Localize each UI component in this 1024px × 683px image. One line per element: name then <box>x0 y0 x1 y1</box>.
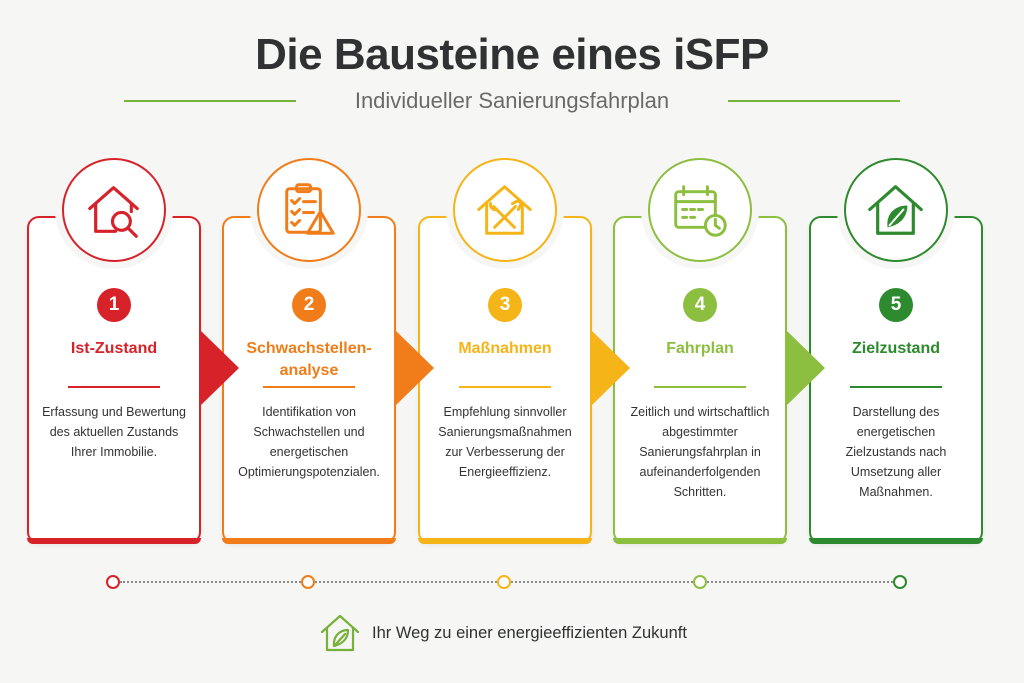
step-card-5 <box>809 216 983 544</box>
step-title-4: Fahrplan <box>666 340 734 357</box>
page-title: Die Bausteine eines iSFP <box>255 30 769 79</box>
arrow-connector-3 <box>592 331 630 405</box>
step-icon-circle-5 <box>844 158 948 262</box>
step-number-3: 3 <box>488 288 522 322</box>
step-description-2: Identifikation von Schwachstellen und en… <box>238 405 380 479</box>
step-icon-circle-2 <box>257 158 361 262</box>
step-divider-3 <box>459 386 551 388</box>
step-divider-2 <box>263 386 355 388</box>
arrow-connector-2 <box>396 331 434 405</box>
step-divider-5 <box>850 386 942 388</box>
house-leaf-icon <box>320 614 360 652</box>
arrow-connector-1 <box>201 331 239 405</box>
house-leaf-icon <box>868 185 923 235</box>
step-description-3: Empfehlung sinnvoller Sanierungsmaßnahme… <box>438 405 572 479</box>
step-divider-1 <box>68 386 160 388</box>
timeline-dot-2 <box>301 575 315 589</box>
house-tools-icon <box>477 185 532 235</box>
timeline-dot-3 <box>497 575 511 589</box>
step-title-2: Schwachstellen-analyse <box>246 340 372 379</box>
step-title-5: Zielzustand <box>851 340 940 357</box>
subtitle-row: Individueller Sanierungsfahrplan <box>0 88 1024 114</box>
timeline-dot-4 <box>693 575 707 589</box>
timeline-dot-5 <box>893 575 907 589</box>
page-subtitle: Individueller Sanierungsfahrplan <box>354 88 670 113</box>
calendar-clock-icon <box>674 185 727 237</box>
card-bottom-bar <box>27 538 201 544</box>
step-number-4: 4 <box>683 288 717 322</box>
step-icon-circle-1 <box>62 158 166 262</box>
step-description-4: Zeitlich und wirtschaftlich abgestimmter… <box>630 405 770 499</box>
step-card-2 <box>222 216 396 544</box>
card-bottom-bar <box>222 538 396 544</box>
footer-tagline: Ihr Weg zu einer energieeffizienten Zuku… <box>318 610 738 656</box>
step-description-1: Erfassung und Bewertung des aktuellen Zu… <box>42 405 186 459</box>
timeline-dot-1 <box>106 575 120 589</box>
step-card-1 <box>27 216 201 544</box>
step-icon-circle-4 <box>648 158 752 262</box>
footer-text: Ihr Weg zu einer energieeffizienten Zuku… <box>372 624 687 642</box>
step-description-5: Darstellung des energetischen Zielzustan… <box>845 405 947 499</box>
house-search-icon <box>88 186 139 238</box>
card-bottom-bar <box>613 538 787 544</box>
step-number-2: 2 <box>292 288 326 322</box>
step-icon-circle-3 <box>453 158 557 262</box>
card-bottom-bar <box>809 538 983 544</box>
clipboard-warning-icon <box>285 183 335 235</box>
subtitle-line-left <box>124 100 296 102</box>
subtitle-line-right <box>728 100 900 102</box>
step-number-1: 1 <box>97 288 131 322</box>
card-bottom-bar <box>418 538 592 544</box>
step-title-1: Ist-Zustand <box>70 340 158 357</box>
step-title-3: Maßnahmen <box>458 340 552 357</box>
arrow-connector-4 <box>787 331 825 405</box>
step-card-4 <box>613 216 787 544</box>
step-card-3 <box>418 216 592 544</box>
step-divider-4 <box>654 386 746 388</box>
progress-timeline <box>0 570 1024 596</box>
step-number-5: 5 <box>879 288 913 322</box>
